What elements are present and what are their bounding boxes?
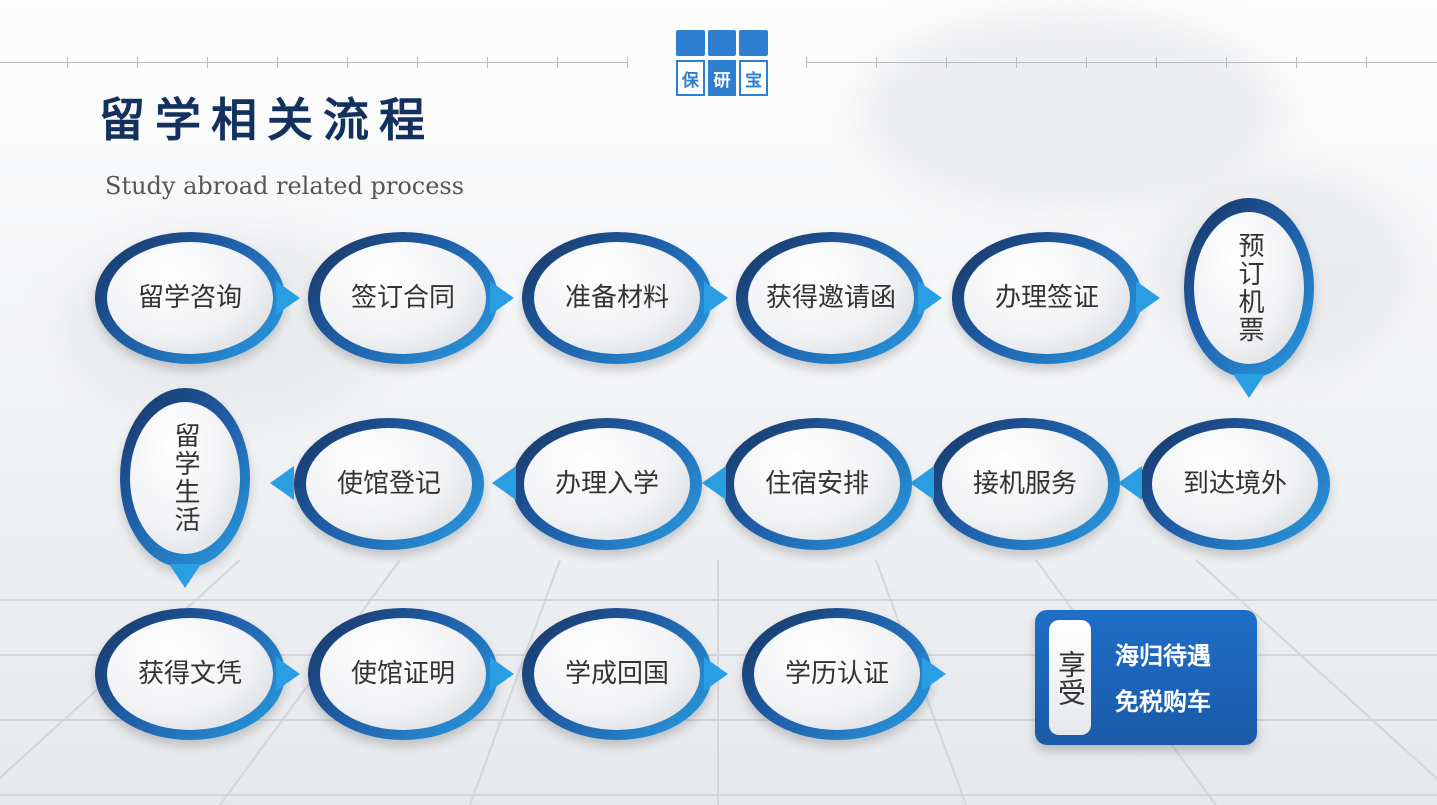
flow-step-label: 办理入学 (554, 469, 659, 499)
brand-logo: 保 研 宝 (676, 30, 769, 96)
flow-step-13: 获得文凭 (95, 608, 285, 740)
flow-step-label: 获得文凭 (137, 659, 242, 689)
flow-step-8: 接机服务 (930, 418, 1120, 550)
flow-step-15: 学成回国 (522, 608, 712, 740)
benefit-card: 享受 海归待遇 免税购车 (1035, 610, 1257, 745)
flow-step-1: 留学咨询 (95, 232, 285, 364)
flow-step-label: 使馆证明 (350, 659, 455, 689)
flow-step-label: 预订机票 (1234, 232, 1264, 344)
arrow-left-icon (492, 466, 516, 500)
ruler-right (806, 57, 1437, 68)
arrow-right-icon (704, 657, 728, 691)
flow-step-7: 到达境外 (1140, 418, 1330, 550)
benefit-line-2: 免税购车 (1115, 688, 1211, 716)
flow-step-16: 学历认证 (742, 608, 932, 740)
flow-step-6: 预订机票 (1184, 198, 1314, 378)
logo-graphic (676, 30, 769, 56)
logo-char: 研 (707, 60, 737, 96)
flow-step-4: 获得邀请函 (736, 232, 926, 364)
flow-step-label: 获得邀请函 (765, 283, 896, 313)
flow-step-label: 签订合同 (350, 283, 455, 313)
benefit-tab-label: 享受 (1054, 649, 1087, 706)
arrow-right-icon (276, 657, 300, 691)
arrow-right-icon (704, 281, 728, 315)
logo-char: 宝 (739, 60, 769, 96)
arrow-down-icon (169, 564, 201, 588)
flow-step-2: 签订合同 (308, 232, 498, 364)
flow-step-12: 留学生活 (120, 388, 250, 568)
arrow-left-icon (910, 466, 934, 500)
flow-step-label: 学成回国 (564, 659, 669, 689)
arrow-down-icon (1233, 374, 1265, 398)
flow-step-label: 准备材料 (564, 283, 669, 313)
flow-step-label: 接机服务 (972, 469, 1077, 499)
flow-step-label: 办理签证 (994, 283, 1099, 313)
ruler-left (0, 57, 628, 68)
flow-step-14: 使馆证明 (308, 608, 498, 740)
flow-step-10: 办理入学 (512, 418, 702, 550)
flow-step-label: 到达境外 (1182, 469, 1287, 499)
arrow-left-icon (1118, 466, 1142, 500)
world-map-shape (860, 10, 1280, 210)
page-subtitle: Study abroad related process (105, 172, 465, 200)
arrow-right-icon (922, 657, 946, 691)
arrow-left-icon (702, 466, 726, 500)
arrow-right-icon (490, 281, 514, 315)
flow-step-11: 使馆登记 (294, 418, 484, 550)
flow-step-9: 住宿安排 (722, 418, 912, 550)
flow-step-label: 留学咨询 (137, 283, 242, 313)
flow-step-3: 准备材料 (522, 232, 712, 364)
flow-step-label: 使馆登记 (336, 469, 441, 499)
flow-step-label: 住宿安排 (764, 469, 869, 499)
logo-char: 保 (676, 60, 705, 96)
flow-step-label: 留学生活 (170, 422, 200, 534)
page-title: 留学相关流程 (99, 93, 435, 147)
arrow-right-icon (1136, 281, 1160, 315)
arrow-right-icon (490, 657, 514, 691)
arrow-right-icon (918, 281, 942, 315)
benefit-line-1: 海归待遇 (1115, 642, 1211, 670)
flow-step-label: 学历认证 (784, 659, 889, 689)
arrow-left-icon (270, 466, 294, 500)
benefit-tab: 享受 (1049, 620, 1091, 735)
arrow-right-icon (276, 281, 300, 315)
flow-step-5: 办理签证 (952, 232, 1142, 364)
